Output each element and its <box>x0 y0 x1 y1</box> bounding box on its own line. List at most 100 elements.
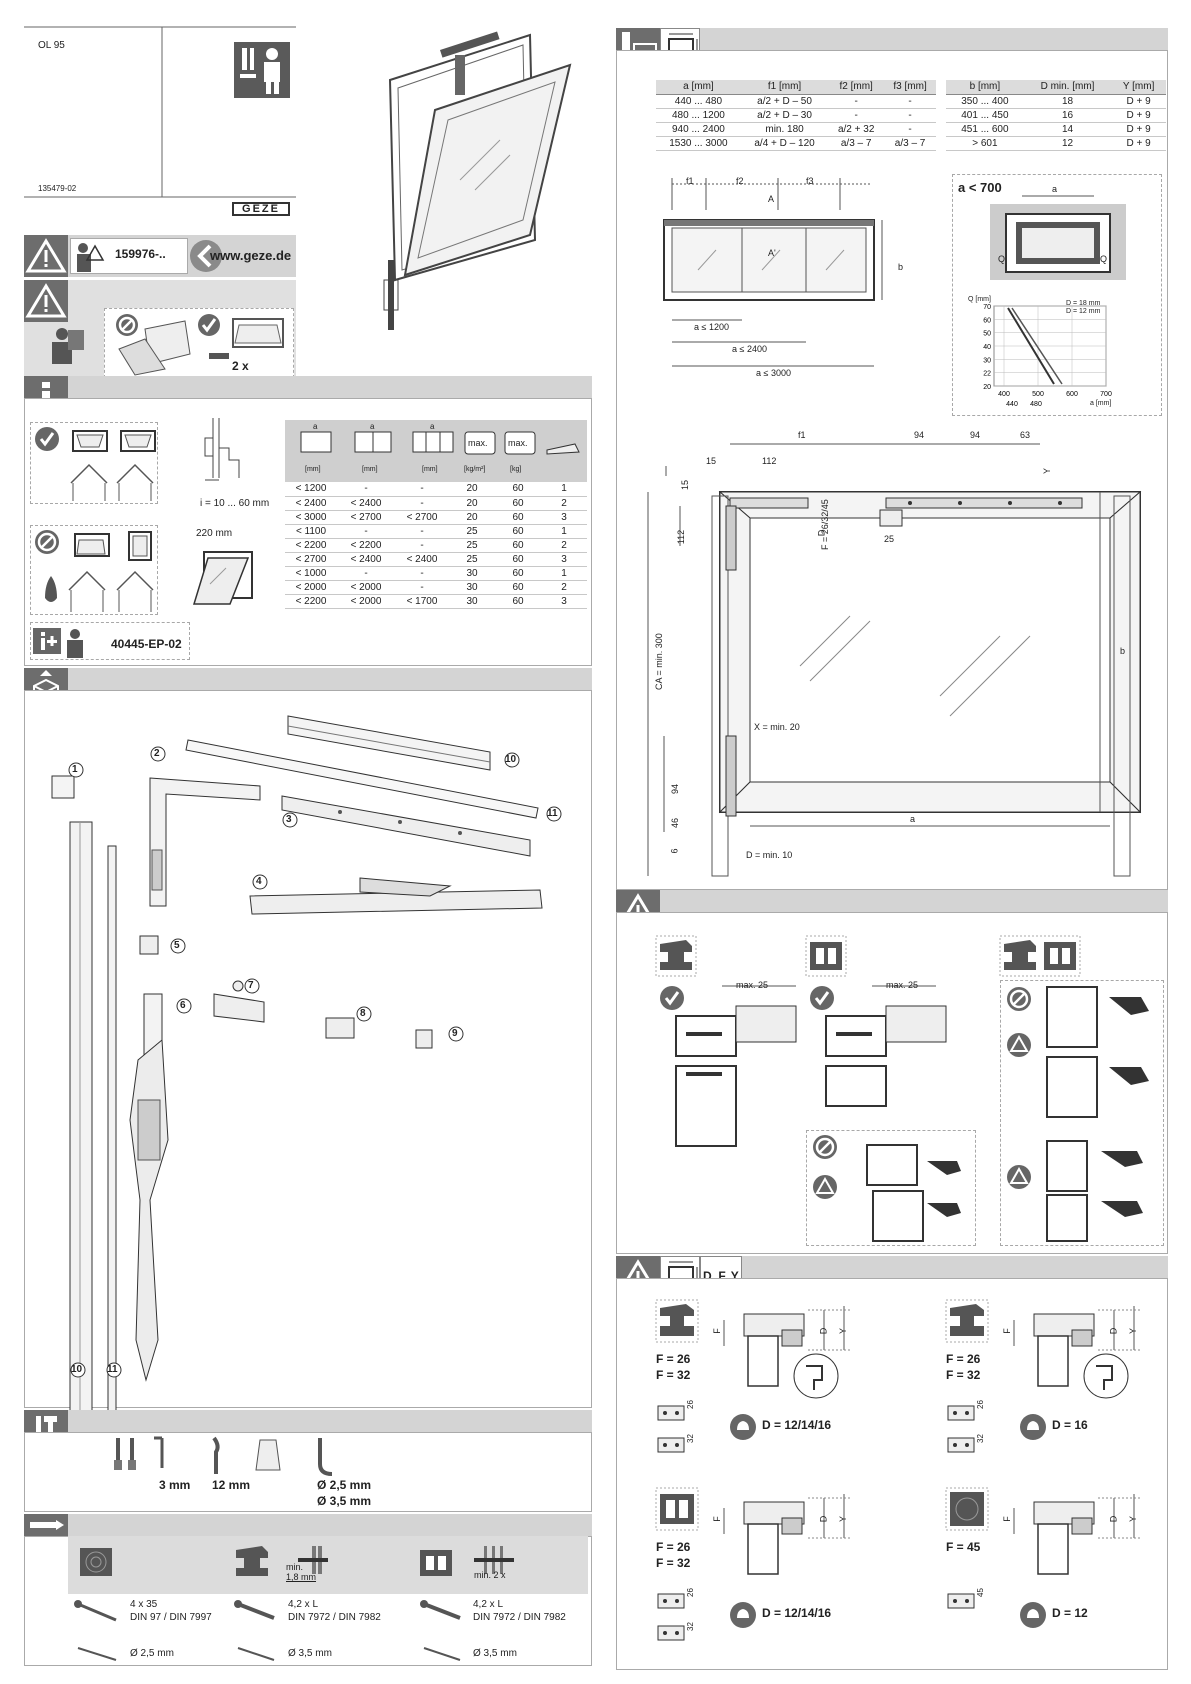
load-table-cell: 1 <box>541 524 587 539</box>
screw-3-size: 4,2 x L <box>473 1599 504 1610</box>
dfy-plate-2: 32 <box>685 1622 695 1631</box>
dim-table-header: b [mm] <box>946 80 1024 95</box>
load-table-cell: - <box>337 482 395 497</box>
dfy-fixing-plates <box>657 1405 685 1453</box>
main-dim-94-a: 94 <box>914 430 925 440</box>
dfy-plate-2: 32 <box>685 1434 695 1443</box>
tools-bar <box>24 1410 592 1432</box>
screw-2-size: 4,2 x L <box>288 1599 319 1610</box>
q-chart-legend-2: D = 12 mm <box>1066 308 1101 315</box>
dfy-profile-icon <box>945 1487 989 1531</box>
dim-table-cell: - <box>884 94 936 109</box>
dim-table-cell: a/4 + D – 120 <box>740 136 829 151</box>
dim-a-3000: a ≤ 3000 <box>756 368 791 378</box>
screw-icon <box>24 1514 68 1536</box>
wood-icon <box>80 1548 112 1576</box>
main-dim-a: a <box>910 814 916 824</box>
load-table-cell: 60 <box>495 524 541 539</box>
main-dim-112-v: 112 <box>676 529 687 545</box>
inward-window-drawing <box>192 551 253 605</box>
dfy-label-Y: Y <box>838 1515 849 1523</box>
main-dim-112: 112 <box>762 456 777 466</box>
tool-hex-key: 3 mm <box>159 1478 191 1492</box>
dfy-d-value: D = 12/14/16 <box>762 1418 832 1432</box>
small-window-drawing <box>990 195 1126 280</box>
dfy-bar <box>616 1256 1168 1278</box>
main-dim-b: b <box>1120 646 1126 656</box>
hand-icon <box>1020 1602 1046 1628</box>
dim-table-cell: - <box>828 94 885 109</box>
dfy-section-drawing <box>723 1494 852 1575</box>
steel-screw-drawing <box>298 1546 328 1574</box>
dim-table-header: f2 [mm] <box>828 80 885 95</box>
load-table-cell: < 2700 <box>395 510 449 525</box>
manual-reference: 159976-.. <box>70 238 188 274</box>
dim-table-header: D min. [mm] <box>1023 80 1112 95</box>
main-dim-25: 25 <box>884 534 895 544</box>
load-table-cell: 30 <box>449 566 495 581</box>
dim-table-cell: - <box>884 122 936 137</box>
website-link[interactable]: www.geze.de <box>210 248 292 263</box>
small-window-title: a < 700 <box>958 180 1002 195</box>
pvc-screw-drawing <box>474 1546 514 1574</box>
load-table-cell: < 2200 <box>285 538 337 553</box>
load-table-cell: 30 <box>449 594 495 609</box>
tool-drill-2: Ø 3,5 mm <box>317 1494 372 1508</box>
load-table-cell: < 1700 <box>395 594 449 609</box>
load-table-cell: < 2400 <box>337 552 395 567</box>
load-table-cell: 20 <box>449 510 495 525</box>
load-table-cell: - <box>395 524 449 539</box>
dfy-f-value-2: F = 32 <box>946 1368 981 1382</box>
main-dim-6: 6 <box>669 848 680 854</box>
load-table-cell: - <box>337 566 395 581</box>
load-table-cell: 2 <box>541 496 587 511</box>
load-table-cell: < 2700 <box>285 552 337 567</box>
dfy-fixing-plates <box>947 1593 975 1609</box>
dfy-f-value-2: F = 32 <box>656 1556 691 1570</box>
max-label-2: max. <box>508 438 528 448</box>
load-table-cell: 30 <box>449 580 495 595</box>
screw-1-size: 4 x 35 <box>130 1599 158 1610</box>
dim-f2: f2 <box>736 176 744 186</box>
main-dim-46: 46 <box>670 817 681 829</box>
load-table-cell: < 1200 <box>285 482 337 497</box>
dfy-label-D: D <box>818 1515 829 1523</box>
load-table-cell: < 2200 <box>337 538 395 553</box>
tool-drill-1: Ø 2,5 mm <box>317 1478 372 1492</box>
dfy-plate-1: 26 <box>685 1588 695 1597</box>
load-table: a a a max. max. [mm] [mm] [mm] [kg/m²] [… <box>285 420 587 616</box>
profile-max-2: max. 25 <box>886 980 919 990</box>
width-label: 220 mm <box>196 528 233 539</box>
load-table-cell: < 2400 <box>395 552 449 567</box>
dfy-f-value-1: F = 26 <box>946 1352 981 1366</box>
q-chart-y-tick: 40 <box>983 344 991 351</box>
dfy-label-F: F <box>711 1516 722 1522</box>
dim-table-cell: 401 ... 450 <box>946 108 1024 123</box>
dim-table-cell: D + 9 <box>1111 122 1166 137</box>
main-dim-94-b: 94 <box>970 430 981 440</box>
q-chart-x-tick: 700 <box>1100 391 1112 398</box>
tool-wrench: 12 mm <box>212 1478 251 1492</box>
steel-profile-ok <box>655 935 797 1147</box>
load-table-cell: 60 <box>495 552 541 567</box>
hand-icon <box>730 1414 756 1440</box>
fixings-bar <box>24 1514 592 1536</box>
dfy-label-Y: Y <box>838 1327 849 1335</box>
q-chart-line-d18 <box>1007 307 1055 385</box>
q-chart-x-subtick: 440 <box>1006 401 1018 408</box>
load-table-cell: 60 <box>495 566 541 581</box>
load-table-cell: - <box>395 496 449 511</box>
forbidden-configs <box>30 525 158 615</box>
screw-2-norm: DIN 7972 / DIN 7982 <box>288 1612 381 1623</box>
dfy-plate-1: 26 <box>685 1400 695 1409</box>
q-chart-y-tick: 60 <box>983 317 991 324</box>
main-dim-15: 15 <box>706 456 717 466</box>
fitting-layout-drawing <box>663 178 883 367</box>
